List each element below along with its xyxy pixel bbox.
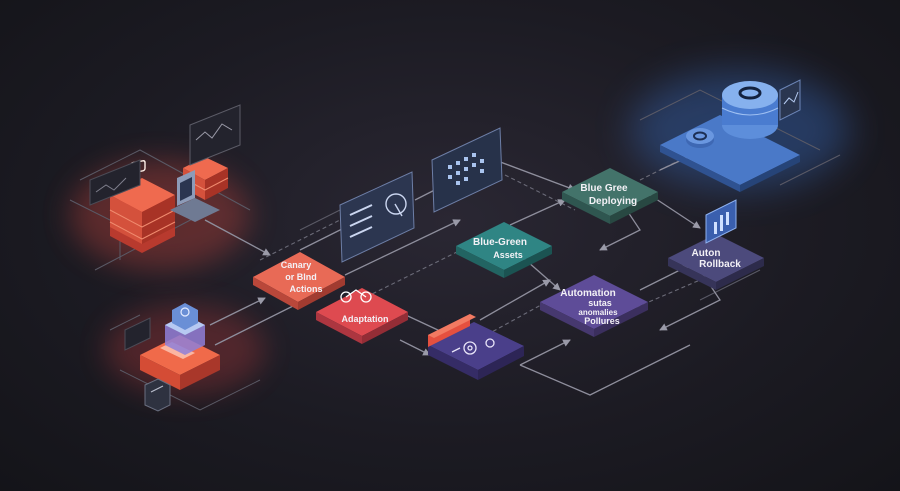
node-auto-rollback: Auton Rollback (668, 199, 764, 290)
blue-green-assets-label-2: Assets (493, 250, 523, 260)
auto-rollback-label-1: Auton (692, 248, 721, 259)
node-automation: Automation sutas anomalies Pollures (540, 275, 648, 337)
automation-label-4: Pollures (584, 316, 620, 326)
connector-canary-to-bluegreen (344, 219, 461, 276)
bar-chart-icon (714, 212, 729, 234)
database-icon (721, 81, 779, 139)
monitor-list-panel (339, 171, 415, 263)
node-blue-green-assets: Blue-Green Assets (456, 222, 552, 278)
gear-icon (686, 128, 714, 148)
left-floating-panels (89, 104, 241, 206)
connector-deploying-to-rollback (649, 194, 701, 229)
automation-label-1: Automation (560, 288, 616, 299)
node-adaptation: Adaptation (316, 288, 408, 344)
connector-canary-to-monitor (259, 219, 341, 261)
auto-rollback-label-2: Rollback (699, 259, 741, 270)
connector-red-stack-to-canary (204, 219, 271, 256)
canary-label-1: Canary (281, 260, 312, 270)
node-gear-module (428, 314, 524, 380)
gear-icon (451, 338, 495, 355)
background-schematic-lines (69, 89, 841, 411)
orange-blue-stack (124, 303, 220, 412)
laptop-icon (170, 170, 220, 222)
node-canary: Canary or Blnd Actions (253, 252, 345, 310)
blue-green-assets-label-1: Blue-Green (473, 237, 527, 248)
connector-bluegreen-to-deploying (509, 199, 566, 226)
adaptation-label: Adaptation (342, 314, 389, 324)
blue-green-deploying-label-1: Blue Gree (580, 183, 628, 194)
connector-adaptation-dashed (359, 247, 466, 301)
automation-label-2: sutas (588, 298, 612, 308)
connector-grid-to-deploying (494, 159, 576, 192)
blue-green-deploying-label-2: Deploying (589, 196, 637, 207)
automation-label-3: anomalies (578, 308, 618, 317)
database-cluster (660, 79, 801, 192)
node-blue-green-deploying: Blue Gree Deploying (562, 168, 658, 224)
canary-label-3: Actions (289, 284, 322, 294)
monitor-grid-panel (431, 127, 503, 213)
canary-label-2: or Blnd (285, 272, 317, 282)
connector-gear-to-automation (519, 339, 571, 366)
bike-icon (340, 289, 372, 303)
connector-orange-stack-to-canary (209, 297, 266, 326)
